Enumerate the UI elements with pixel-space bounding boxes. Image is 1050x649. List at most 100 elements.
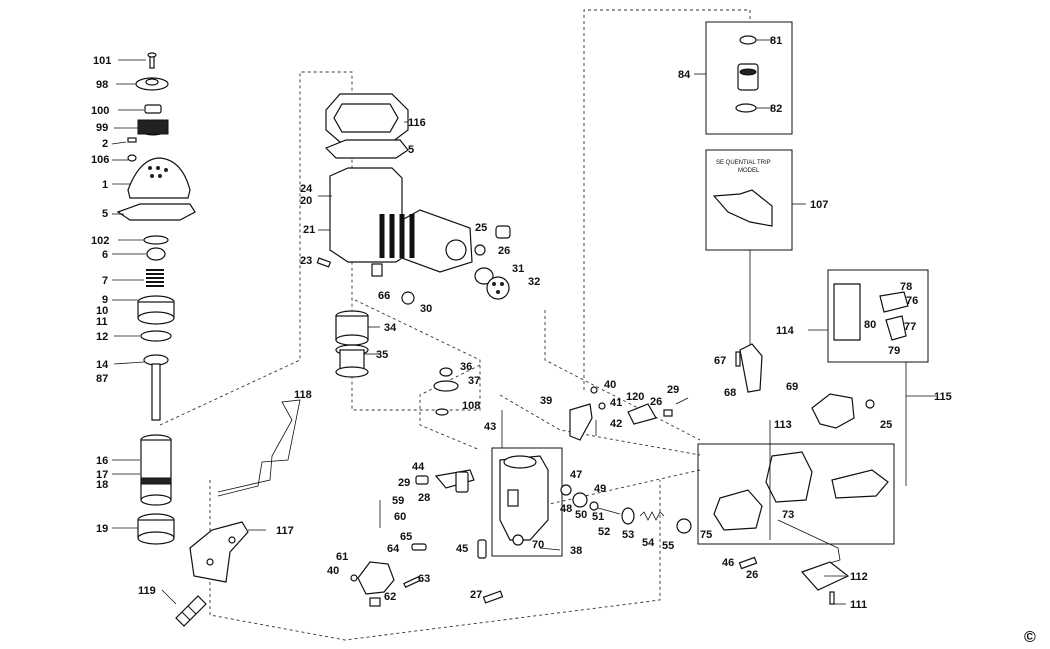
label-112: 112: [850, 571, 868, 583]
left-parts-stack: [116, 52, 207, 627]
label-101: 101: [93, 55, 111, 67]
grip-119: [175, 595, 207, 627]
label-114: 114: [776, 325, 795, 337]
label-44: 44: [412, 461, 425, 473]
label-84: 84: [678, 69, 691, 81]
inset-107: [705, 149, 793, 251]
label-81: 81: [770, 35, 782, 47]
inset-107-caption-line-1: SE QUENTIAL TRIP: [716, 160, 771, 166]
label-48: 48: [560, 503, 572, 515]
label-7: 7: [102, 275, 108, 287]
spring-7: [146, 269, 164, 287]
inset-114: [827, 269, 929, 363]
label-45: 45: [456, 543, 468, 555]
label-26-mid: 26: [650, 396, 662, 408]
label-25-right: 25: [880, 419, 892, 431]
label-54: 54: [642, 537, 655, 549]
label-120: 120: [626, 391, 644, 403]
label-80: 80: [864, 319, 876, 331]
label-27: 27: [470, 589, 482, 601]
label-30: 30: [420, 303, 432, 315]
label-55: 55: [662, 540, 674, 552]
label-100: 100: [91, 105, 109, 117]
label-53: 53: [622, 529, 634, 541]
label-47: 47: [570, 469, 582, 481]
label-32: 32: [528, 276, 540, 288]
inset-107-caption-line-2: MODEL: [738, 168, 760, 174]
label-12: 12: [96, 331, 108, 343]
label-107: 107: [810, 199, 828, 211]
label-73: 73: [782, 509, 794, 521]
bracket-117: [189, 521, 249, 583]
label-111: 111: [850, 599, 867, 611]
label-113: 113: [774, 419, 792, 431]
label-28: 28: [418, 492, 430, 504]
label-1: 1: [102, 179, 108, 191]
label-31: 31: [512, 263, 524, 275]
label-20: 20: [300, 195, 312, 207]
inset-73-75: [697, 443, 895, 545]
label-39: 39: [540, 395, 552, 407]
label-35: 35: [376, 349, 388, 361]
label-99: 99: [96, 122, 108, 134]
label-11: 11: [96, 316, 108, 328]
leader-lines: [111, 39, 846, 605]
label-108: 108: [462, 400, 480, 412]
wire-hook-118: [217, 399, 301, 497]
label-77: 77: [904, 321, 916, 333]
label-19: 19: [96, 523, 108, 535]
label-61: 61: [336, 551, 348, 563]
label-49: 49: [594, 483, 606, 495]
gasket-5: [116, 203, 196, 221]
label-26-bottom: 26: [746, 569, 758, 581]
label-66: 66: [378, 290, 390, 302]
label-37: 37: [468, 375, 480, 387]
label-59: 59: [392, 495, 404, 507]
label-82: 82: [770, 103, 782, 115]
label-10: 10: [96, 305, 108, 317]
label-40-left: 40: [327, 565, 339, 577]
washer-100: [144, 104, 162, 114]
label-29-left: 29: [398, 477, 410, 489]
label-36: 36: [460, 361, 472, 373]
label-62: 62: [384, 591, 396, 603]
label-87: 87: [96, 373, 108, 385]
label-6: 6: [102, 249, 108, 261]
cylinder-cap-1: [127, 157, 191, 199]
label-40-mid: 40: [604, 379, 616, 391]
label-102: 102: [91, 235, 109, 247]
label-119: 119: [138, 585, 156, 597]
label-14: 14: [96, 359, 109, 371]
label-34: 34: [384, 322, 397, 334]
label-26-top: 26: [498, 245, 510, 257]
label-25-top: 25: [475, 222, 487, 234]
label-51: 51: [592, 511, 604, 523]
label-23: 23: [300, 255, 312, 267]
main-housing: [316, 93, 511, 416]
label-42: 42: [610, 418, 622, 430]
label-16: 16: [96, 455, 108, 467]
label-106: 106: [91, 154, 109, 166]
label-76: 76: [906, 295, 918, 307]
label-18: 18: [96, 479, 108, 491]
label-52: 52: [598, 526, 610, 538]
label-115: 115: [934, 391, 952, 403]
label-5-housing: 5: [408, 144, 414, 156]
label-65: 65: [400, 531, 412, 543]
label-68: 68: [724, 387, 736, 399]
label-69: 69: [786, 381, 798, 393]
label-60: 60: [394, 511, 406, 523]
label-5-left: 5: [102, 208, 108, 220]
label-78: 78: [900, 281, 912, 293]
label-2: 2: [102, 138, 108, 150]
callout-labels: 101 98 100 99 2 106 1 5 102 6 7 9 10 11 …: [91, 35, 952, 611]
label-38: 38: [570, 545, 582, 557]
label-75: 75: [700, 529, 712, 541]
label-64: 64: [387, 543, 400, 555]
label-46: 46: [722, 557, 734, 569]
label-9: 9: [102, 294, 108, 306]
label-118: 118: [294, 389, 312, 401]
label-43: 43: [484, 421, 496, 433]
